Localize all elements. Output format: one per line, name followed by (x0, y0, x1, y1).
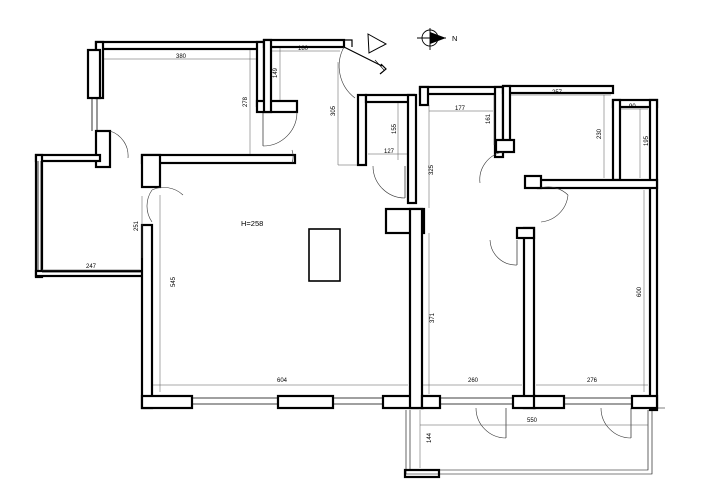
wall-closet-left (611, 98, 622, 182)
wall-hall-stub (140, 153, 162, 189)
dim-living-depth: 545 (171, 276, 177, 287)
terrace-post-left (403, 468, 441, 479)
dim-small-room-width: 180 (298, 46, 309, 52)
dimension-lines (42, 48, 648, 468)
dim-closet-width: 90 (629, 104, 636, 110)
wall-right-bottom-r (630, 394, 659, 410)
wall-small-room-left (262, 38, 273, 114)
dim-balcony-depth: 251 (134, 220, 140, 231)
wall-left-column (86, 48, 102, 100)
dim-bedroom-depth: 230 (597, 128, 603, 139)
wall-bedroom-bottom (536, 178, 659, 190)
dim-right-room-depth: 600 (637, 286, 643, 297)
wall-corridor-left (418, 85, 430, 107)
wall-living-bottom-mid (276, 394, 335, 410)
wall-bedroom-left (501, 84, 512, 150)
ceiling-height-label: H=258 (241, 219, 263, 228)
dim-corridor-width: 177 (455, 106, 466, 112)
entry-door-leaf (343, 46, 383, 67)
dim-closet-depth: 195 (644, 135, 650, 146)
wall-top-left-top (94, 40, 266, 51)
terrace-outline (405, 407, 665, 475)
wall-right-bottom (532, 394, 566, 410)
dim-bedroom-width: 257 (552, 90, 563, 96)
wall-mid-bottom-r (511, 394, 537, 410)
dim-right-room-width: 276 (587, 378, 598, 384)
wall-bedroom-stub (494, 138, 516, 154)
wall-balcony-top (34, 153, 102, 163)
dim-corridor-depth: 161 (486, 113, 492, 124)
dim-terrace-width: 550 (527, 418, 538, 424)
dim-hall-depth: 305 (331, 105, 337, 116)
dim-top-room-width: 380 (176, 54, 187, 60)
wall-stub-right (255, 99, 299, 114)
wall-bath-left (356, 93, 368, 167)
dim-bath-width: 127 (384, 149, 395, 155)
compass-north-icon: N (417, 28, 457, 50)
wall-living-left (140, 223, 154, 410)
wall-right-outer (648, 98, 659, 412)
walls (34, 38, 659, 479)
wall-bath-right (406, 93, 418, 205)
dim-terrace-depth: 144 (427, 432, 433, 443)
wall-living-bottom (140, 394, 194, 410)
wall-mid-right-cap (515, 226, 536, 240)
dim-small-room-depth: 149 (273, 67, 279, 78)
triangle-marker-icon (367, 33, 388, 54)
wall-bath-top (364, 93, 416, 104)
wall-corridor-top (418, 85, 502, 96)
dim-mid-room-depth: 371 (430, 312, 436, 323)
dim-balcony-width: 247 (86, 264, 97, 270)
dim-corridor-side: 325 (429, 164, 435, 175)
wall-hall-top (140, 153, 297, 165)
wall-mid-right (522, 226, 536, 410)
doors (109, 46, 632, 439)
wall-bedroom-bottom-stub (523, 174, 543, 190)
wall-partition (408, 207, 424, 410)
compass-letter: N (452, 34, 457, 43)
dimension-labels: 380 278 180 149 305 155 127 177 161 325 … (86, 46, 650, 443)
kitchen-island (308, 228, 341, 282)
dim-top-room-depth: 278 (243, 96, 249, 107)
entry-frame (344, 39, 387, 75)
dim-mid-room-width: 260 (468, 378, 479, 384)
wall-mid-bottom (420, 394, 442, 410)
dim-living-width: 604 (277, 378, 288, 384)
windows (37, 98, 632, 405)
dim-bath-depth: 155 (392, 123, 398, 134)
